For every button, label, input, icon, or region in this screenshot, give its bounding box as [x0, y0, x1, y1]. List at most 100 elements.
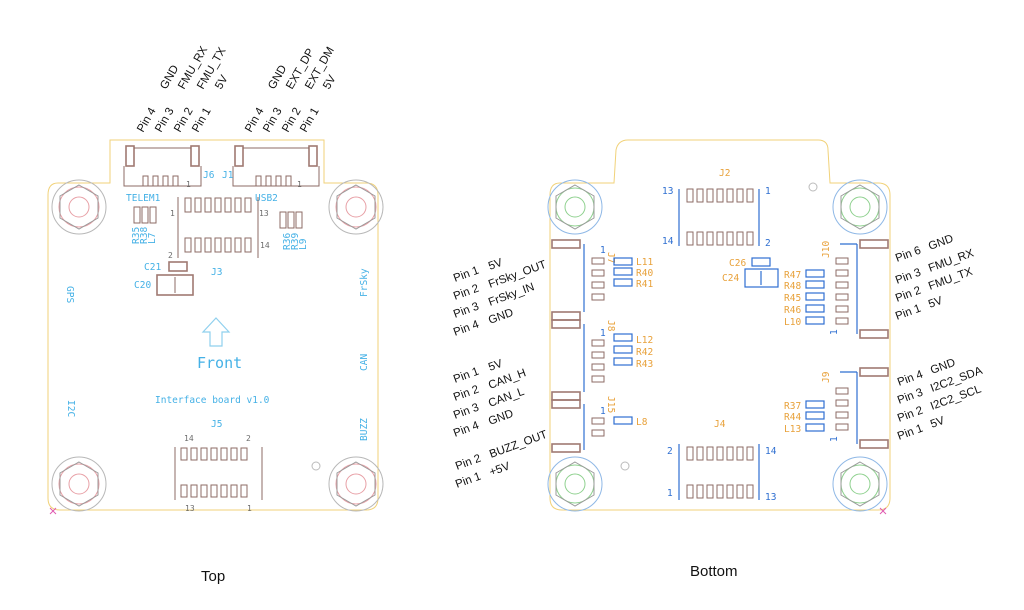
r38-label: R38 [139, 227, 150, 244]
l13-label: L13 [784, 424, 801, 435]
j2-pin14-number: 14 [662, 236, 674, 247]
r40-label: R40 [636, 268, 653, 279]
j6-label: J6 [203, 170, 215, 181]
r37-part [805, 400, 825, 409]
j9-pin3-label: Pin 3 [896, 387, 925, 407]
j8-pin1-signal: 5V [487, 358, 505, 374]
r43-part [613, 357, 633, 366]
j2-pin2-number: 2 [765, 238, 771, 249]
r48-label: R48 [784, 281, 801, 292]
j15-pin1-label: Pin 1 [454, 471, 483, 491]
j6-pinout-labels: Pin 4 Pin 3 Pin 2 Pin 1 GND FMU_RX FMU_T… [135, 44, 231, 134]
j8-label: J8 [605, 320, 616, 332]
j10-pin1-label: Pin 1 [894, 303, 923, 323]
can-label: CAN [359, 354, 370, 371]
j2-label: J2 [719, 168, 730, 179]
mounting-hole-tr [328, 179, 384, 235]
j5-label: J5 [211, 419, 222, 430]
r41-part [613, 278, 633, 287]
l12-label: L12 [636, 335, 653, 346]
r35-label: R35 [131, 227, 142, 244]
bottom-board-outline [549, 139, 891, 511]
j15-label: J15 [605, 396, 616, 413]
r43-label: R43 [636, 359, 653, 370]
l10-part [805, 316, 825, 325]
j1-pin1-label: Pin 1 [298, 106, 322, 135]
r42-part [613, 345, 633, 354]
resistor-group-right [279, 211, 303, 229]
l13-part [805, 423, 825, 432]
r37-label: R37 [784, 401, 801, 412]
r48-part [805, 280, 825, 289]
r45-label: R45 [784, 293, 801, 304]
r47-part [805, 269, 825, 278]
j15-connector [551, 399, 605, 453]
j5-pin2-number: 2 [246, 434, 251, 443]
j1-connector [232, 145, 320, 187]
r41-label: R41 [636, 279, 653, 290]
i2c-label: I2C [65, 400, 76, 417]
r36-label: R36 [282, 233, 293, 250]
frsky-label: FrSky [359, 268, 370, 297]
j9-pin2-label: Pin 2 [896, 405, 925, 425]
l8-label: L8 [636, 417, 648, 428]
j4-label: J4 [714, 419, 726, 430]
c20-capacitor [156, 274, 194, 296]
resistor-group-left [133, 206, 157, 224]
j8-pin4-label: Pin 4 [452, 419, 481, 439]
j10-connector [835, 239, 889, 339]
j1-pin1-signal: 5V [321, 73, 339, 91]
j1-label: J1 [222, 170, 234, 181]
j9-pin1-label: Pin 1 [896, 423, 925, 443]
mounting-hole-bottom-tl [547, 179, 603, 235]
j8-pin2-label: Pin 2 [452, 384, 481, 404]
j2-pin1-number: 1 [765, 186, 771, 197]
j10-pin1-number: 1 [829, 329, 840, 335]
j4-connector [678, 444, 760, 500]
mounting-hole-bottom-tr [832, 179, 888, 235]
l9-label: L9 [298, 238, 309, 250]
l10-label: L10 [784, 317, 801, 328]
j8-pin4-signal: GND [487, 408, 515, 428]
j3-label: J3 [211, 267, 222, 278]
r39-label: R39 [290, 233, 301, 250]
j10-pin6-label: Pin 6 [894, 245, 923, 265]
j15-pin1-number: 1 [600, 406, 606, 417]
r44-part [805, 411, 825, 420]
j3-connector [177, 197, 259, 258]
buzz-label: BUZZ [359, 418, 370, 441]
gps-label: GPS [64, 286, 75, 303]
j1-pin1-number: 1 [297, 180, 302, 189]
top-caption: Top [201, 568, 225, 585]
j6-connector [123, 145, 202, 187]
l11-label: L11 [636, 257, 653, 268]
j2-connector [678, 188, 760, 246]
j3-pin13-number: 13 [259, 209, 269, 218]
j9-pinout-labels: Pin 4 Pin 3 Pin 2 Pin 1 GND I2C2_SDA I2C… [896, 357, 984, 443]
j5-connector [174, 447, 263, 500]
j9-pin1-signal: 5V [929, 415, 947, 431]
j4-pin1-number: 1 [667, 488, 673, 499]
c21-label: C21 [144, 262, 161, 273]
j7-connector [551, 239, 605, 321]
front-label: Front [197, 354, 242, 372]
j6-pin1-label: Pin 1 [190, 106, 214, 135]
j8-pin3-label: Pin 3 [452, 402, 481, 422]
c24-part [744, 268, 779, 288]
j9-pin4-label: Pin 4 [896, 368, 925, 388]
usb2-label: USB2 [255, 193, 278, 204]
r42-label: R42 [636, 347, 653, 358]
j3-pin14-number: 14 [260, 241, 270, 250]
j10-pin1-signal: 5V [927, 295, 945, 311]
front-arrow-icon [201, 317, 231, 347]
j4-pin2-number: 2 [667, 446, 673, 457]
j5-pin14-number: 14 [184, 434, 194, 443]
l8-part [613, 416, 633, 425]
j6-pin1-signal: 5V [213, 73, 231, 91]
board-version-label: Interface board v1.0 [155, 395, 270, 406]
top-board-outline [47, 139, 379, 511]
j7-pin1-signal: 5V [487, 257, 505, 273]
j10-pin3-label: Pin 3 [894, 267, 923, 287]
r40-part [613, 267, 633, 276]
